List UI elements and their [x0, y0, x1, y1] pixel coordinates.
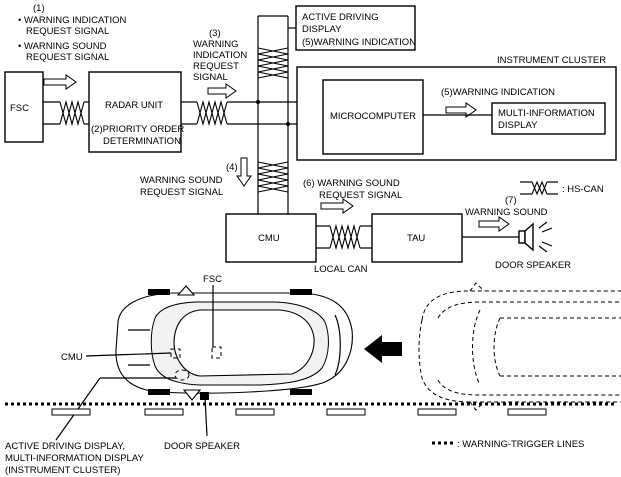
- door-speaker-bottom-label: DOOR SPEAKER: [164, 441, 240, 452]
- hollow-arrow-7-icon: [478, 216, 510, 232]
- door-speaker-top-label: DOOR SPEAKER: [495, 260, 571, 271]
- step-7-label: (7): [505, 195, 517, 206]
- bottom-label-2: MULTI-INFORMATION DISPLAY: [5, 453, 144, 464]
- warn-ind-req-3: REQUEST: [193, 61, 239, 72]
- lane-markers: [51, 408, 547, 416]
- hollow-arrow-4-icon: [236, 157, 252, 187]
- hollow-arrow-fsc-icon: [43, 74, 77, 90]
- hollow-arrow-5-icon: [445, 102, 477, 118]
- add-label-3: (5)WARNING INDICATION: [302, 37, 416, 48]
- fsc-signal-2-label: • WARNING SOUND: [18, 41, 107, 52]
- bottom-label-3: (INSTRUMENT CLUSTER): [5, 465, 120, 476]
- step-3-label: (3): [209, 28, 221, 39]
- warn-sound-req-1: WARNING SOUND: [140, 175, 223, 186]
- add-label-1: ACTIVE DRIVING: [302, 12, 379, 23]
- direction-arrow-icon: [364, 335, 402, 363]
- fsc-car-label: FSC: [203, 274, 222, 285]
- mid-label-1: MULTI-INFORMATION: [498, 108, 595, 119]
- warn-ind-req-4: SIGNAL: [193, 72, 228, 83]
- microcomputer-label: MICROCOMPUTER: [330, 111, 416, 122]
- fsc-signal-2b-label: REQUEST SIGNAL: [26, 52, 109, 63]
- display-location-marker: [174, 369, 190, 381]
- priority-label-2: DETERMINATION: [103, 136, 181, 147]
- fsc-label: FSC: [10, 103, 29, 114]
- fsc-location-marker: [211, 346, 222, 359]
- vehicle-left-icon: [115, 285, 353, 401]
- fsc-signal-1b-label: REQUEST SIGNAL: [26, 26, 109, 37]
- multi-information-display-box: [491, 102, 606, 135]
- hs-can-coil-a-icon: [59, 99, 85, 127]
- door-speaker-icon: [518, 221, 553, 253]
- warning-sound-label: WARNING SOUND: [465, 207, 548, 218]
- cmu-label: CMU: [258, 233, 280, 244]
- door-speaker-marker-icon: [200, 392, 209, 400]
- warn-sound-req-2: REQUEST SIGNAL: [140, 187, 223, 198]
- instrument-cluster-label: INSTRUMENT CLUSTER: [497, 55, 606, 66]
- radar-unit-box: [88, 71, 182, 153]
- step-1-label: (1): [33, 3, 45, 14]
- bottom-label-1: ACTIVE DRIVING DISPLAY,: [5, 441, 125, 452]
- cmu-box: [225, 213, 317, 263]
- warning-indication-5-label: (5)WARNING INDICATION: [441, 87, 555, 98]
- add-label-2: DISPLAY: [302, 24, 342, 35]
- trigger-legend-label: : WARNING-TRIGGER LINES: [457, 439, 584, 450]
- active-driving-display-box: [295, 5, 416, 51]
- step-6-label-a: (6) WARNING SOUND: [303, 178, 400, 189]
- tau-box: [371, 213, 463, 263]
- hollow-arrow-3-icon: [207, 83, 237, 99]
- step-4-label: (4): [226, 162, 238, 173]
- fsc-signal-1-label: • WARNING INDICATION: [18, 15, 126, 26]
- microcomputer-box: [322, 79, 424, 155]
- vehicle-right-dashed-icon: [418, 282, 621, 411]
- hs-can-legend-label: : HS-CAN: [562, 184, 604, 195]
- radar-unit-label: RADAR UNIT: [105, 100, 163, 111]
- hollow-arrow-6-icon: [320, 198, 354, 214]
- fsc-box: [4, 71, 44, 143]
- local-can-label: LOCAL CAN: [314, 264, 368, 275]
- cmu-car-label: CMU: [61, 352, 83, 363]
- step-6-label-b: REQUEST SIGNAL: [319, 190, 402, 201]
- priority-label-1: (2)PRIORITY ORDER: [91, 124, 184, 135]
- tau-label: TAU: [407, 233, 425, 244]
- mid-label-2: DISPLAY: [498, 120, 538, 131]
- warn-ind-req-1: WARNING: [193, 39, 239, 50]
- warn-ind-req-2: INDICATION: [193, 50, 247, 61]
